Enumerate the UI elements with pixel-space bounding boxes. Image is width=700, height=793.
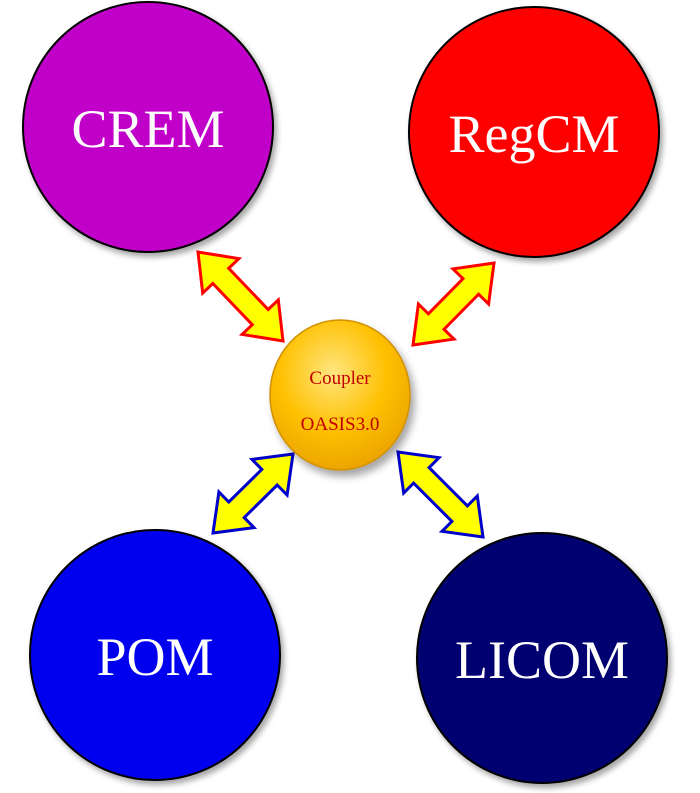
- regcm-circle: [408, 6, 660, 258]
- double-arrow-licom: [396, 450, 485, 539]
- coupler-node: Coupler OASIS3.0: [269, 319, 411, 471]
- node-crem: CREM: [22, 1, 274, 253]
- pom-label: POM: [96, 627, 213, 687]
- double-arrow-pom: [211, 452, 295, 535]
- crem-circle: [22, 1, 274, 253]
- crem-label: CREM: [71, 99, 224, 159]
- coupler-version: OASIS3.0: [301, 414, 380, 435]
- double-arrow-regcm: [411, 261, 496, 347]
- pom-circle: [29, 529, 281, 781]
- node-pom: POM: [29, 529, 281, 781]
- regcm-label: RegCM: [448, 104, 619, 164]
- coupler-circle: [269, 319, 411, 471]
- node-regcm: RegCM: [408, 6, 660, 258]
- coupler-title: Coupler: [309, 368, 371, 389]
- node-licom: LICOM: [416, 532, 668, 784]
- double-arrow-crem: [196, 250, 285, 343]
- licom-label: LICOM: [455, 630, 629, 690]
- licom-circle: [416, 532, 668, 784]
